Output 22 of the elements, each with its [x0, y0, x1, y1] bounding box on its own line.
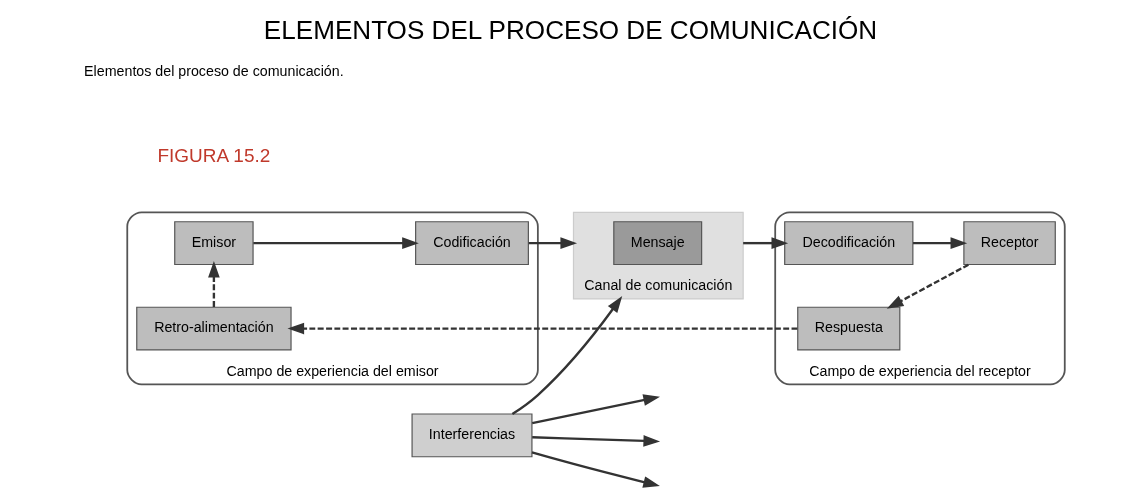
node-box: Decodificación	[784, 221, 914, 266]
label: FIGURA 15.2	[157, 145, 271, 167]
node-box: Receptor	[963, 221, 1056, 266]
arrow	[913, 237, 968, 249]
node-box: Respuesta	[797, 306, 901, 351]
diagram-title: ELEMENTOS DEL PROCESO DE COMUNICACIÓN	[263, 14, 878, 45]
arrow	[531, 451, 660, 488]
arrow	[287, 322, 798, 335]
arrow	[886, 263, 969, 309]
arrow	[531, 394, 660, 425]
arrow	[253, 237, 419, 249]
node-box: Emisor	[174, 221, 254, 266]
arrow	[528, 237, 578, 249]
node-box: Mensaje	[613, 221, 703, 266]
node-box: Codificación	[415, 221, 529, 266]
node-box: Interferencias	[411, 413, 533, 458]
node-box: Retro-alimentación	[136, 306, 292, 351]
arrow	[532, 435, 661, 447]
label: Elementos del proceso de comunicación.	[84, 62, 344, 79]
arrow	[208, 260, 220, 307]
arrow	[743, 237, 789, 249]
arrow	[511, 296, 623, 415]
